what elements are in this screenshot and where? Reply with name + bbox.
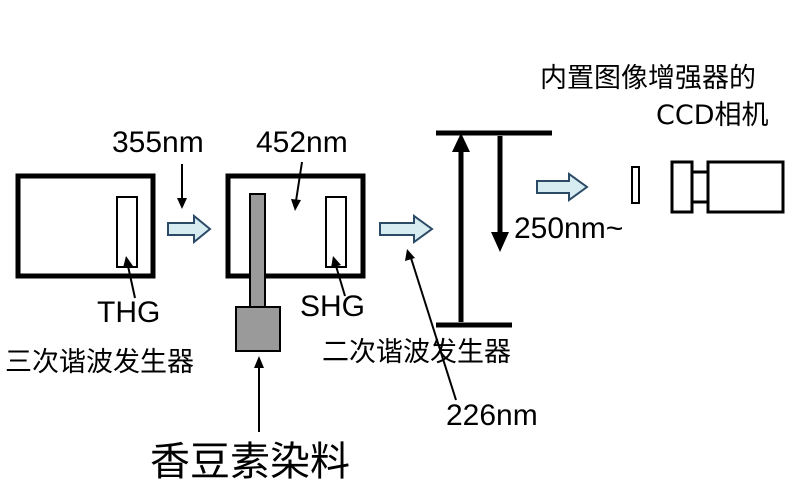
label-camera-line2: CCD相机 bbox=[656, 100, 769, 131]
pointer-452nm bbox=[291, 161, 303, 211]
beam-arrow-2 bbox=[379, 214, 434, 244]
label-coumarin-dye: 香豆素染料 bbox=[150, 439, 350, 485]
dye-cell-stem bbox=[249, 193, 266, 309]
pointer-dye bbox=[254, 356, 264, 432]
label-third-harmonic-generator: 三次谐波发生器 bbox=[5, 347, 194, 378]
label-250nm: 250nm~ bbox=[514, 212, 624, 245]
beam-arrow-3 bbox=[536, 172, 589, 202]
label-camera-line1: 内置图像增强器的 bbox=[540, 63, 756, 94]
label-355nm: 355nm bbox=[112, 126, 204, 159]
shg-box bbox=[225, 173, 366, 279]
pointer-226nm bbox=[405, 249, 457, 401]
shg-crystal bbox=[325, 196, 347, 268]
label-226nm: 226nm bbox=[446, 399, 538, 432]
dye-reservoir bbox=[235, 306, 281, 352]
beam-arrow-1 bbox=[167, 213, 212, 245]
label-thg: THG bbox=[97, 296, 161, 329]
pointer-355nm bbox=[177, 164, 187, 209]
label-second-harmonic-generator: 二次谐波发生器 bbox=[322, 337, 511, 368]
label-shg: SHG bbox=[300, 290, 366, 323]
energy-level-diagram bbox=[436, 130, 552, 328]
thg-box bbox=[15, 173, 156, 279]
label-452nm: 452nm bbox=[256, 126, 348, 159]
pointer-thg bbox=[123, 256, 136, 299]
thg-crystal bbox=[116, 196, 138, 268]
pointer-shg bbox=[331, 256, 346, 297]
ccd-camera-icon bbox=[631, 160, 785, 214]
